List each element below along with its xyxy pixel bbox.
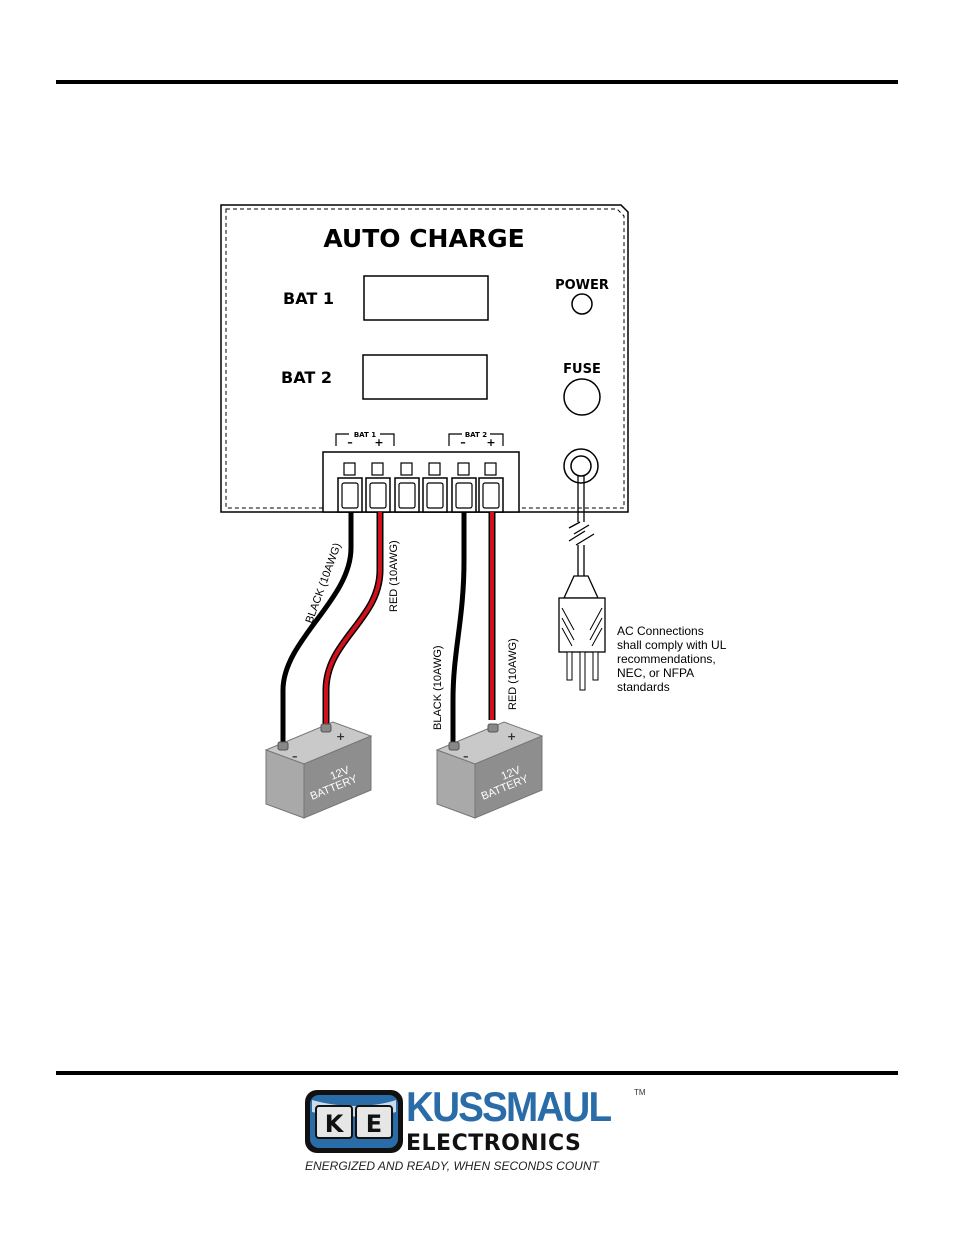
svg-text:–: –: [292, 750, 298, 763]
logo-tagline: ENERGIZED AND READY, WHEN SECONDS COUNT: [305, 1159, 599, 1173]
ac-power-cord: [558, 476, 606, 691]
bat2-label: BAT 2: [281, 368, 332, 387]
top-rule: [56, 80, 898, 84]
bat2-black-wire-label: BLACK (10AWG): [432, 645, 444, 730]
kussmaul-logo-mark: K E: [305, 1090, 403, 1153]
svg-text:NEC, or NFPA: NEC, or NFPA: [617, 666, 694, 680]
charger-panel: AUTO CHARGE BAT 1 BAT 2 POWER FUSE BAT 1…: [220, 204, 629, 513]
terminal-screw-3: [400, 462, 413, 476]
svg-text:AC Connections: AC Connections: [617, 624, 704, 638]
logo-trademark: TM: [634, 1088, 646, 1097]
terminal-screw-1: [343, 462, 356, 476]
svg-text:BAT 1: BAT 1: [354, 431, 376, 439]
svg-text:+: +: [336, 730, 345, 743]
bat2-red-wire-label: RED (10AWG): [507, 638, 519, 710]
logo-subtitle: ELECTRONICS: [406, 1131, 582, 1156]
terminal-screw-5: [457, 462, 470, 476]
battery-2: – + 12V BATTERY: [435, 721, 544, 819]
logo-company-name: KUSSMAUL: [406, 1083, 612, 1130]
logo-letter-e: E: [366, 1110, 382, 1138]
bat1-label: BAT 1: [283, 289, 334, 308]
battery-cables: [280, 512, 496, 745]
ac-connections-note: AC Connections shall comply with UL reco…: [617, 624, 727, 694]
svg-text:–: –: [463, 750, 469, 763]
bat1-red-wire-label: RED (10AWG): [388, 540, 400, 612]
bat2-black-wire: [450, 512, 467, 745]
svg-text:recommendations,: recommendations,: [617, 652, 716, 666]
svg-text:+: +: [374, 436, 383, 449]
terminal-bracket-bat1: BAT 1 – +: [335, 431, 395, 449]
battery-1: – + 12V BATTERY: [264, 721, 373, 819]
terminal-screw-2: [371, 462, 384, 476]
svg-text:shall comply with UL: shall comply with UL: [617, 638, 727, 652]
bat1-black-wire: [280, 512, 354, 745]
svg-text:–: –: [347, 436, 353, 449]
terminal-screw-4: [428, 462, 441, 476]
bat1-display: [363, 275, 489, 321]
panel-title: AUTO CHARGE: [323, 224, 524, 253]
bottom-rule: [56, 1071, 898, 1075]
terminal-block: [322, 451, 520, 513]
fuse-label: FUSE: [563, 362, 601, 377]
power-label: POWER: [555, 278, 609, 293]
fuse-holder: [563, 378, 601, 416]
terminal-bracket-bat2: BAT 2 – +: [448, 431, 504, 449]
bat2-display: [362, 354, 488, 400]
svg-text:BAT 2: BAT 2: [465, 431, 487, 439]
svg-text:standards: standards: [617, 680, 670, 694]
svg-text:+: +: [507, 730, 516, 743]
svg-text:–: –: [460, 436, 466, 449]
svg-text:+: +: [486, 436, 495, 449]
logo-letter-k: K: [325, 1110, 345, 1138]
terminal-screw-6: [484, 462, 497, 476]
power-led: [571, 293, 593, 315]
